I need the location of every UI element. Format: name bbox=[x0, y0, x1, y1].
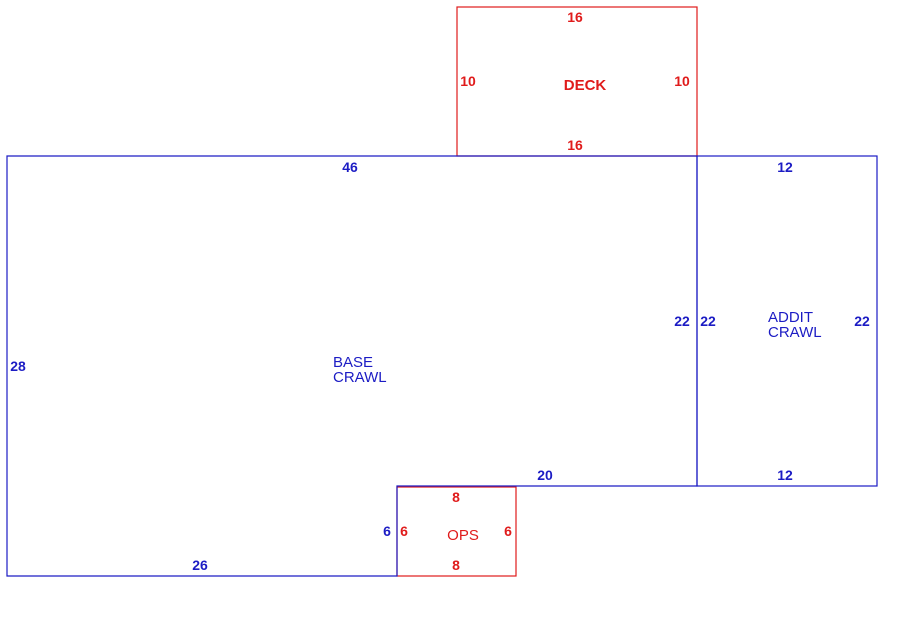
ops-label: OPS bbox=[447, 527, 479, 544]
ops-left-dim: 6 bbox=[400, 523, 408, 539]
deck-right-dim: 10 bbox=[674, 73, 690, 89]
base-top-dim: 46 bbox=[342, 159, 358, 175]
deck-label: DECK bbox=[564, 77, 607, 94]
base-right-dim: 22 bbox=[674, 313, 690, 329]
addit-left-dim: 22 bbox=[700, 313, 716, 329]
base-left-dim: 28 bbox=[10, 358, 26, 374]
ops-top-dim: 8 bbox=[452, 489, 460, 505]
deck-left-dim: 10 bbox=[460, 73, 476, 89]
ops-right-dim: 6 bbox=[504, 523, 512, 539]
addit-bottom-dim: 12 bbox=[777, 467, 793, 483]
ops-bottom-dim: 8 bbox=[452, 557, 460, 573]
addit-crawl-label-line2: CRAWL bbox=[768, 324, 822, 341]
addit-crawl-label-line1: ADDIT bbox=[768, 309, 813, 326]
deck-top-dim: 16 bbox=[567, 9, 583, 25]
addit-crawl-outline bbox=[696, 155, 878, 487]
base-inner-bottom-dim: 20 bbox=[537, 467, 553, 483]
addit-right-dim: 22 bbox=[854, 313, 870, 329]
base-crawl-label-line2: CRAWL bbox=[333, 369, 387, 386]
base-notch-side-dim: 6 bbox=[383, 523, 391, 539]
deck-bottom-dim: 16 bbox=[567, 137, 583, 153]
base-crawl-label-line1: BASE bbox=[333, 354, 373, 371]
base-bottom-dim: 26 bbox=[192, 557, 208, 573]
addit-top-dim: 12 bbox=[777, 159, 793, 175]
